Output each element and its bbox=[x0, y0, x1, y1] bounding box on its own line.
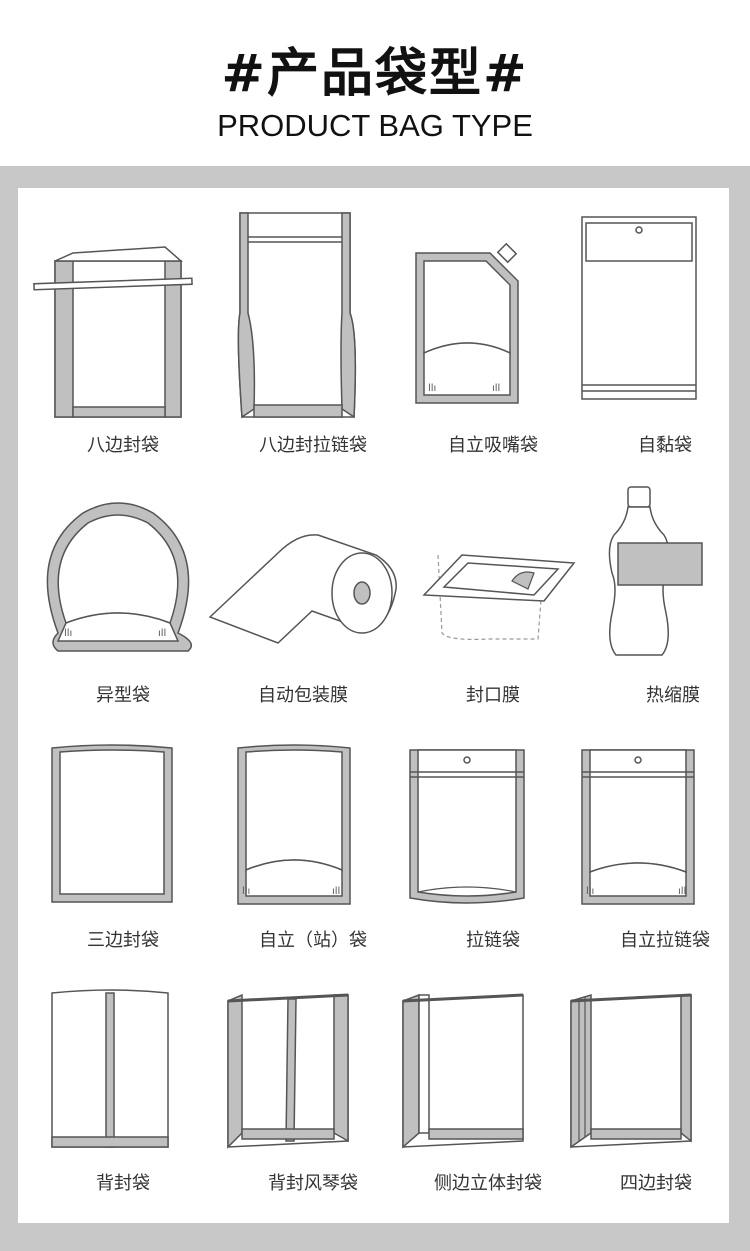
bag-label: 异型袋 bbox=[96, 685, 150, 706]
bag-label: 侧边立体封袋 bbox=[434, 1173, 542, 1194]
eight-side-seal-bag-icon bbox=[33, 246, 193, 418]
svg-text:llı: llı bbox=[242, 886, 250, 897]
bag-item: 拉链袋 bbox=[408, 738, 578, 978]
stand-up-zipper-pouch-icon: llı ıll bbox=[581, 749, 695, 905]
bag-label: 自黏袋 bbox=[638, 435, 692, 456]
svg-text:ıll: ıll bbox=[332, 886, 340, 897]
zipper-bag-icon bbox=[409, 749, 525, 904]
bag-label: 八边封拉链袋 bbox=[259, 435, 367, 456]
eight-side-zipper-bag-icon bbox=[237, 212, 357, 419]
bag-label: 三边封袋 bbox=[87, 930, 159, 951]
bag-label: 封口膜 bbox=[466, 685, 520, 706]
bag-label: 自立吸嘴袋 bbox=[448, 435, 538, 456]
stand-up-pouch-icon: llı ıll bbox=[237, 744, 351, 905]
bag-label: 热缩膜 bbox=[646, 685, 700, 706]
svg-text:ıll: ıll bbox=[492, 383, 500, 394]
svg-text:llı: llı bbox=[64, 628, 72, 639]
bag-type-panel: 八边封袋 八边封拉链袋 llı ıll 自立吸嘴袋 bbox=[18, 188, 729, 1223]
bag-item: 背封袋 bbox=[38, 983, 208, 1223]
bag-label: 四边封袋 bbox=[620, 1173, 692, 1194]
bag-item: 侧边立体封袋 bbox=[402, 983, 573, 1223]
svg-text:ıll: ıll bbox=[158, 628, 166, 639]
side-gusset-bag-icon bbox=[402, 993, 524, 1149]
film-roll-icon bbox=[208, 534, 397, 644]
bag-item: llı ıll 自立吸嘴袋 bbox=[408, 233, 578, 473]
three-side-seal-bag-icon bbox=[51, 744, 173, 903]
svg-text:llı: llı bbox=[586, 886, 594, 897]
page-header: #产品袋型# PRODUCT BAG TYPE bbox=[0, 0, 750, 166]
svg-text:ıll: ıll bbox=[678, 886, 686, 897]
four-side-seal-bag-icon bbox=[570, 993, 692, 1149]
bag-item: 三边封袋 bbox=[38, 738, 208, 978]
shaped-bag-icon: llı ıll bbox=[46, 502, 193, 652]
svg-text:llı: llı bbox=[428, 383, 436, 394]
self-adhesive-bag-icon bbox=[581, 216, 697, 400]
bag-item: llı ıll 自立（站）袋 bbox=[228, 738, 398, 978]
shrink-sleeve-bottle-icon bbox=[608, 486, 703, 656]
bag-label: 自立（站）袋 bbox=[259, 930, 367, 951]
bag-label: 自动包装膜 bbox=[258, 685, 348, 706]
bag-label: 自立拉链袋 bbox=[620, 930, 710, 951]
bag-label: 背封袋 bbox=[96, 1173, 150, 1194]
bag-item: llı ıll 异型袋 bbox=[38, 483, 208, 723]
bag-item: 自动包装膜 bbox=[208, 483, 397, 723]
back-seal-bag-icon bbox=[51, 989, 169, 1148]
page-subtitle: PRODUCT BAG TYPE bbox=[217, 108, 533, 143]
bag-item: 八边封拉链袋 bbox=[228, 212, 398, 473]
bag-label: 八边封袋 bbox=[87, 435, 159, 456]
bag-label: 拉链袋 bbox=[466, 930, 520, 951]
spout-pouch-icon: llı ıll bbox=[415, 242, 519, 404]
bag-label: 背封风琴袋 bbox=[268, 1173, 358, 1194]
bag-item: 背封风琴袋 bbox=[227, 983, 398, 1223]
bag-item: 八边封袋 bbox=[33, 233, 208, 473]
bag-item: 封口膜 bbox=[408, 483, 578, 723]
page-title: #产品袋型# bbox=[221, 44, 529, 104]
bag-item: 四边封袋 bbox=[570, 983, 741, 1223]
lidding-film-icon bbox=[422, 554, 576, 640]
bag-item: 热缩膜 bbox=[588, 483, 750, 723]
bag-item: llı ıll 自立拉链袋 bbox=[580, 738, 750, 978]
bag-type-frame: 八边封袋 八边封拉链袋 llı ıll 自立吸嘴袋 bbox=[0, 166, 750, 1251]
back-seal-gusset-bag-icon bbox=[227, 993, 349, 1149]
bag-item: 自黏袋 bbox=[580, 216, 750, 473]
